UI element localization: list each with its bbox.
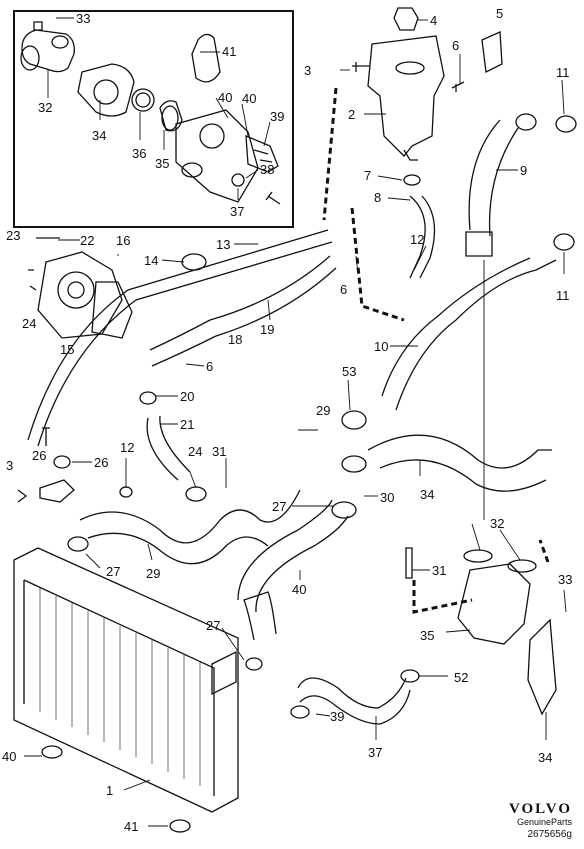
inset-frame: [13, 10, 294, 228]
callout-label: 6: [206, 359, 213, 374]
callout-label: 34: [92, 128, 106, 143]
callout-label: 41: [124, 819, 138, 834]
radiator: [13, 427, 239, 833]
callout-label: 7: [364, 168, 371, 183]
expansion-tank: [352, 7, 503, 161]
routing-dash-mid: [350, 207, 405, 322]
routing-dash-left: [322, 87, 338, 221]
callout-label: 24: [22, 316, 36, 331]
callout-label: 9: [520, 163, 527, 178]
callout-label: 35: [155, 156, 169, 171]
callout-label: 26: [32, 448, 46, 463]
callout-label: 34: [420, 487, 434, 502]
callout-label: 40: [218, 90, 232, 105]
callout-label: 22: [80, 233, 94, 248]
callout-label: 18: [228, 332, 242, 347]
callout-label: 3: [6, 458, 13, 473]
callout-label: 33: [558, 572, 572, 587]
volvo-brand-block: VOLVO GenuineParts 2675656g: [509, 802, 572, 841]
callout-label: 20: [180, 389, 194, 404]
callout-label: 40: [2, 749, 16, 764]
callout-label: 3: [304, 63, 311, 78]
callout-label: 11: [556, 288, 570, 303]
water-pump: [28, 237, 133, 339]
callout-label: 6: [452, 38, 459, 53]
callout-label: 12: [120, 440, 134, 455]
thermostat-housing-parts: [20, 21, 281, 205]
callout-label: 39: [270, 109, 284, 124]
callout-label: 27: [272, 499, 286, 514]
callout-label: 29: [316, 403, 330, 418]
callout-label: 21: [180, 417, 194, 432]
parts-artwork: [13, 7, 577, 833]
callout-label: 12: [410, 232, 424, 247]
routing-dash-right: [412, 539, 550, 614]
callout-label: 27: [206, 618, 220, 633]
callout-label: 32: [38, 100, 52, 115]
callout-label: 35: [420, 628, 434, 643]
callout-label: 52: [454, 670, 468, 685]
callout-label: 40: [292, 582, 306, 597]
callout-label: 31: [432, 563, 446, 578]
callout-label: 23: [6, 228, 20, 243]
callout-label: 40: [242, 91, 256, 106]
diagram-reference-number: 2675656g: [527, 829, 573, 840]
brand-subtitle: GenuineParts: [516, 817, 572, 827]
callout-label: 1: [106, 783, 113, 798]
callout-label: 11: [556, 65, 570, 80]
hoses: [27, 119, 557, 725]
callout-label: 4: [430, 13, 437, 28]
callout-label: 26: [94, 455, 108, 470]
volvo-logo: VOLVO: [508, 801, 572, 817]
callout-label: 32: [490, 516, 504, 531]
callout-label: 15: [60, 342, 74, 357]
callout-label: 34: [538, 750, 552, 765]
outlet-housing: [405, 547, 557, 716]
callout-label: 10: [374, 339, 388, 354]
callout-label: 33: [76, 11, 90, 26]
callout-label: 53: [342, 364, 356, 379]
callout-label: 5: [496, 6, 503, 21]
callout-label: 37: [368, 745, 382, 760]
callout-label: 13: [216, 237, 230, 252]
callout-label: 41: [222, 44, 236, 59]
callout-label: 24: [188, 444, 202, 459]
callout-label: 14: [144, 253, 158, 268]
callout-label: 37: [230, 204, 244, 219]
callout-label: 30: [380, 490, 394, 505]
callout-label: 6: [340, 282, 347, 297]
callout-label: 8: [374, 190, 381, 205]
callout-label: 27: [106, 564, 120, 579]
callout-label: 16: [116, 233, 130, 248]
callout-label: 38: [260, 162, 274, 177]
callout-label: 36: [132, 146, 146, 161]
callout-label: 2: [348, 107, 355, 122]
callouts: 33 32 41 34 36 35 40 40 39 38 37 3 2 4 5…: [2, 6, 572, 834]
callout-label: 29: [146, 566, 160, 581]
callout-label: 39: [330, 709, 344, 724]
callout-label: 31: [212, 444, 226, 459]
callout-label: 19: [260, 322, 274, 337]
